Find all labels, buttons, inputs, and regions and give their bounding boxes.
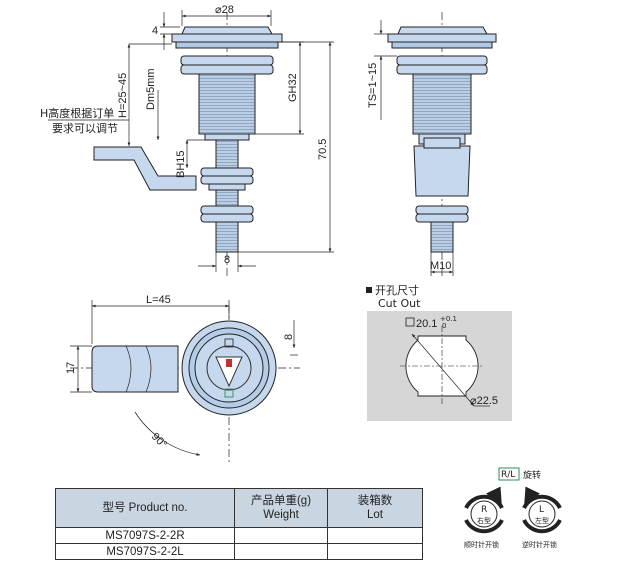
left-caption: 逆时针开锁: [522, 540, 557, 549]
cutout-dim-square: 20.1: [416, 318, 437, 330]
side-view: [387, 12, 497, 278]
cutout-shape: [400, 326, 490, 407]
dim-4: 4: [152, 25, 158, 37]
dim-8-front: 8: [283, 334, 295, 340]
dim-h: H=25~45: [117, 73, 129, 118]
cutout-dim-dia: ⌀22.5: [470, 395, 498, 407]
cutout-marker: [366, 287, 372, 293]
right-letter: R: [481, 505, 487, 515]
rotation-left: [522, 486, 562, 534]
cutout-label-cn: 开孔尺寸: [375, 283, 419, 297]
table-row: MS7097S-2-2R: [55, 527, 423, 544]
cell-lot: [327, 543, 423, 560]
dim-ts: TS=1~15: [367, 63, 379, 108]
header-lot: 装箱数 Lot: [327, 488, 423, 528]
front-view: [70, 305, 300, 465]
cutout-tol-upper: +0.1: [440, 315, 457, 323]
rl-badge: [498, 467, 520, 481]
square-symbol: [405, 317, 415, 327]
dim-dm: Dm5mm: [145, 68, 157, 110]
cutout-label-en: Cut Out: [378, 297, 421, 310]
note-line-2: 要求可以调节: [52, 122, 118, 135]
rl-title: 旋转: [523, 469, 541, 481]
table-header-row: 型号 Product no. 产品单重(g) Weight 装箱数 Lot: [55, 488, 423, 528]
table-row: MS7097S-2-2L: [55, 543, 423, 560]
dim-gh: GH32: [287, 73, 299, 102]
cell-product: MS7097S-2-2L: [55, 543, 235, 560]
elevation-view: [93, 12, 283, 278]
dim-dia28: ⌀28: [215, 4, 234, 16]
dim-l: L=45: [146, 294, 171, 306]
dim-70-5: 70.5: [317, 139, 329, 160]
header-weight: 产品单重(g) Weight: [234, 488, 328, 528]
left-type: 左型: [535, 516, 549, 525]
left-letter: L: [539, 505, 544, 515]
rl-badge-text: R/L: [501, 470, 515, 480]
front-dimensions: [70, 300, 298, 456]
dim-bh: BH15: [175, 150, 187, 178]
cell-weight: [234, 543, 328, 560]
dim-90: 90°: [149, 431, 169, 451]
header-product: 型号 Product no.: [55, 488, 235, 528]
spec-table: 型号 Product no. 产品单重(g) Weight 装箱数 Lot MS…: [55, 488, 423, 560]
side-dimensions: [374, 20, 454, 276]
cell-weight: [234, 527, 328, 544]
right-type: 右型: [477, 516, 491, 525]
dim-8-bottom: 8: [224, 254, 230, 266]
dim-17: 17: [65, 362, 77, 374]
right-caption: 顺时针开锁: [464, 540, 499, 549]
cell-product: MS7097S-2-2R: [55, 527, 235, 544]
elevation-dimensions: [48, 10, 334, 272]
cell-lot: [327, 527, 423, 544]
rotation-right: [464, 486, 504, 534]
dim-m10: M10: [430, 260, 451, 272]
cutout-tol-lower: 0: [442, 322, 446, 330]
note-line-1: H高度根据订单: [40, 106, 114, 120]
